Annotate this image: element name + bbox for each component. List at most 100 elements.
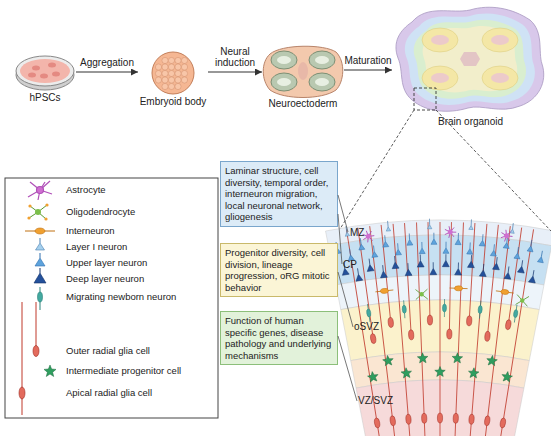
outer-radial-glia-icon <box>33 302 39 357</box>
interneuron-body <box>35 228 45 234</box>
oligodendrocyte <box>415 289 427 299</box>
progenitor-body <box>452 353 463 363</box>
neuron-body <box>479 240 485 246</box>
neural-rosette <box>309 51 335 69</box>
glia-fiber <box>508 228 521 325</box>
astrocyte-process <box>501 229 514 242</box>
leader-line <box>338 336 357 401</box>
dendrite <box>471 255 472 261</box>
rosette-lumen <box>277 78 291 86</box>
interneuron-body <box>501 289 510 295</box>
neuron <box>527 239 535 251</box>
neuron-body <box>503 242 510 248</box>
neuron-body <box>442 304 446 312</box>
legend-text: Intermediate progenitor cell <box>66 365 181 377</box>
neuron <box>404 263 412 276</box>
rosette-lumen <box>315 56 329 64</box>
glia-body <box>500 418 507 429</box>
progenitor-body <box>401 367 412 378</box>
glia-body <box>388 317 394 327</box>
neuron <box>467 242 474 254</box>
stem-cell-colony <box>40 74 48 79</box>
neuron-body <box>431 239 437 245</box>
dendrite <box>397 243 398 249</box>
dendrite <box>471 219 472 225</box>
migrating-neuron-icon <box>38 287 43 310</box>
apical-radial-glia <box>437 222 442 436</box>
progenitor-star <box>468 367 479 378</box>
neuron-body <box>442 260 449 267</box>
embryoid-cell <box>168 64 174 70</box>
dendrite <box>394 256 395 262</box>
dendrite <box>469 242 470 248</box>
glia-body <box>484 416 490 427</box>
interneuron <box>375 287 393 294</box>
neuron-body <box>430 268 437 275</box>
neuron <box>379 265 387 278</box>
glia-fiber <box>469 223 475 321</box>
neuron-body <box>392 262 399 269</box>
ventricle-zone <box>422 66 458 90</box>
organoid-layer <box>405 13 535 105</box>
embryoid-cell <box>162 77 168 83</box>
dendrite <box>508 266 510 272</box>
neuron-body <box>345 232 350 237</box>
glia-body <box>466 316 472 326</box>
neuron-body <box>419 248 425 254</box>
ventricle <box>491 73 509 83</box>
dendrite <box>421 242 422 248</box>
neuron <box>385 221 390 231</box>
dendrite <box>521 260 523 266</box>
glia-fiber <box>455 222 463 436</box>
neuron <box>443 242 449 254</box>
ventricle <box>491 35 509 45</box>
embryoid-cell <box>162 70 168 76</box>
legend-text: Outer radial glia cell <box>66 345 150 357</box>
feature-box: Function of human specific genes, diseas… <box>220 311 338 365</box>
legend-text: Layer I neuron <box>66 241 127 253</box>
zone-label: CP <box>343 259 357 271</box>
apical-radial-glia <box>390 224 412 436</box>
dendrite <box>384 235 386 241</box>
migrating-neuron <box>477 300 482 318</box>
embryoid-cell <box>175 57 181 63</box>
neuron-body <box>382 241 388 247</box>
stem-cell-colony <box>52 72 60 77</box>
astrocyte-body <box>366 234 372 240</box>
oligodendrocyte-icon <box>27 203 48 220</box>
neuron-body <box>493 263 500 270</box>
neuron <box>366 258 374 271</box>
organoid-layer <box>414 20 526 99</box>
legend-text: Deep layer neuron <box>66 273 144 285</box>
neuron-body <box>395 249 401 255</box>
astrocyte <box>445 226 457 238</box>
glia-body <box>469 414 475 424</box>
neuron-body <box>455 239 461 245</box>
box-text: Progenitor diversity, cell division, lin… <box>225 247 333 293</box>
rosette-lumen <box>277 56 291 64</box>
stage-illustration <box>138 50 208 96</box>
glia-body <box>374 418 381 429</box>
dish-rim <box>16 56 74 86</box>
dendrite <box>445 254 446 260</box>
astrocyte-icon <box>28 181 52 200</box>
neuron <box>517 260 526 273</box>
dendrite <box>517 247 519 253</box>
neuron <box>514 247 521 259</box>
dendrite <box>458 263 459 269</box>
process-arrow <box>76 71 138 72</box>
neuron-body <box>490 250 496 256</box>
apical-radial-glia-icon <box>19 302 25 415</box>
stem-cell-colony <box>32 66 40 71</box>
neuroectoderm-tissue <box>263 46 343 97</box>
legend-text: Upper layer neuron <box>66 257 147 269</box>
glia-body <box>390 416 396 427</box>
neuron-body <box>36 243 45 250</box>
stage-label: hPSCs <box>14 92 76 104</box>
dendrite <box>541 251 542 257</box>
dendrite <box>483 264 484 270</box>
neuron <box>371 245 378 257</box>
dendrite <box>493 244 495 250</box>
deep-layer-neuron-icon <box>34 268 46 283</box>
neuron <box>442 254 449 267</box>
